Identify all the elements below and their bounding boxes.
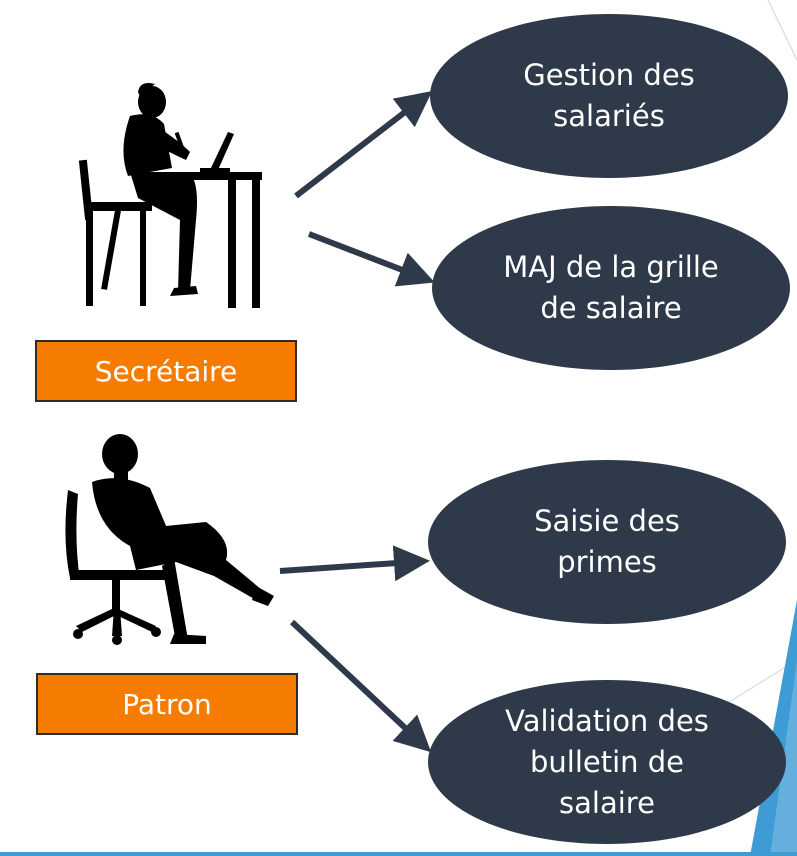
use-case-text: MAJ de la grille de salaire [503,250,719,325]
arrow-secretaire-maj [307,231,435,287]
use-case-gestion-des-salaries: Gestion des salariés [430,14,788,178]
accent-line-top [767,0,797,61]
boss-in-armchair-icon [65,434,274,645]
use-case-text: Validation des bulletin de salaire [505,703,709,820]
use-case-validation-bulletin: Validation des bulletin de salaire [428,680,786,844]
use-case-text: Gestion des salariés [523,58,695,133]
actor-label-patron: Patron [36,673,298,735]
bottom-accent-bar [0,852,797,856]
use-case-text: Saisie des primes [534,504,680,579]
actor-label-secretaire: Secrétaire [35,340,297,402]
arrow-patron-saisie [279,545,430,582]
secretary-at-desk-icon [78,83,262,308]
arrow-patron-validation [289,619,432,753]
use-case-maj-grille-salaire: MAJ de la grille de salaire [432,206,790,370]
use-case-saisie-des-primes: Saisie des primes [428,460,786,624]
arrow-secretaire-gestion [294,91,433,199]
